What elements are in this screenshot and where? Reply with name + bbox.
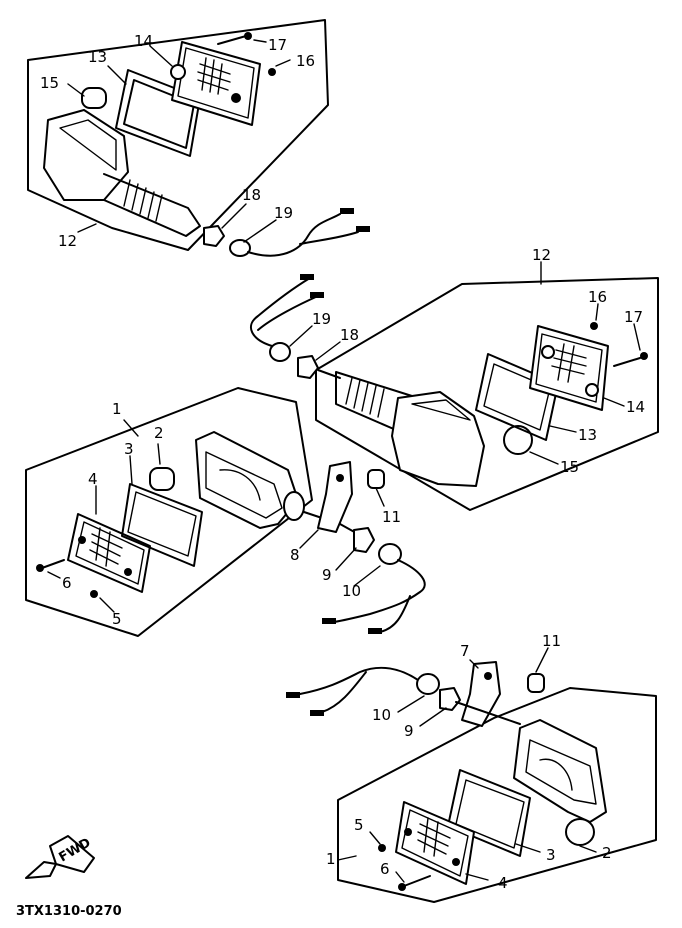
label-part-17b: 17 [624, 308, 643, 326]
housing-1b [513, 719, 607, 823]
part-number-labels: 14 17 13 16 15 18 19 12 12 16 17 19 18 1… [40, 32, 645, 892]
label-part-10b: 10 [372, 706, 391, 724]
nut-9 [353, 527, 375, 553]
label-part-1b: 1 [326, 850, 336, 868]
wire-harness-bottom-right [299, 666, 419, 695]
label-part-5b: 5 [354, 816, 364, 834]
label-part-12: 12 [58, 232, 77, 250]
label-part-11b: 11 [542, 632, 561, 650]
label-part-3b: 3 [546, 846, 556, 864]
group-outline-middle-left [25, 387, 313, 637]
label-part-2: 2 [154, 424, 164, 442]
label-part-19b: 19 [312, 310, 331, 328]
wire-harness-middle-right [250, 277, 311, 347]
label-part-9b: 9 [404, 722, 414, 740]
label-part-16: 16 [296, 52, 315, 70]
label-part-18: 18 [242, 186, 261, 204]
lens-gasket-3 [121, 483, 203, 567]
housing-1 [195, 431, 299, 529]
bracket-8 [317, 461, 353, 533]
label-part-9: 9 [322, 566, 332, 584]
lens-cover-4 [67, 513, 151, 593]
label-part-18b: 18 [340, 326, 359, 344]
label-part-13b: 13 [578, 426, 597, 444]
lens-gasket-3b [447, 769, 531, 857]
label-part-13: 13 [88, 48, 107, 66]
group-outline-bottom-right [337, 687, 657, 903]
label-part-3: 3 [124, 440, 134, 458]
screw-11 [367, 469, 385, 489]
flasher-assembly-top-left [27, 19, 370, 257]
label-part-12b: 12 [532, 246, 551, 264]
label-part-14b: 14 [626, 398, 645, 416]
group-outline-top-left [27, 19, 329, 251]
label-part-6: 6 [62, 574, 72, 592]
label-part-15: 15 [40, 74, 59, 92]
label-part-16b: 16 [588, 288, 607, 306]
group-outline-middle-right [315, 277, 659, 511]
flasher-assembly-middle-left [25, 387, 426, 637]
wire-harness-middle-left [333, 559, 426, 623]
flasher-assembly-bottom-right [286, 647, 657, 903]
housing-12b [391, 391, 485, 487]
wire-harness-top-left [247, 213, 341, 257]
label-part-6b: 6 [380, 860, 390, 878]
nut-18 [203, 225, 225, 247]
grommet-19b [269, 342, 291, 362]
label-part-17: 17 [268, 36, 287, 54]
label-part-8: 8 [290, 546, 300, 564]
nut-18b [297, 355, 319, 379]
label-part-19: 19 [274, 204, 293, 222]
grommet-10 [378, 543, 402, 565]
label-part-15b: 15 [560, 458, 579, 476]
grommet-10b [416, 673, 440, 695]
label-part-14: 14 [134, 32, 153, 50]
nut-9b [439, 687, 461, 711]
label-part-4: 4 [88, 470, 98, 488]
bracket-7 [461, 661, 501, 727]
label-part-4b: 4 [498, 874, 508, 892]
screw-11b [527, 673, 545, 693]
flasher-assembly-middle-right [250, 261, 659, 511]
label-part-2b: 2 [602, 844, 612, 862]
label-part-11: 11 [382, 508, 401, 526]
label-part-7: 7 [460, 642, 470, 660]
bulb-15b [503, 425, 533, 455]
grommet-19 [229, 239, 251, 257]
label-part-5: 5 [112, 610, 122, 628]
bulb-2b [565, 818, 595, 846]
label-part-10: 10 [342, 582, 361, 600]
diagram-code: 3TX1310-0270 [16, 904, 122, 919]
bulb-15 [81, 87, 107, 109]
label-part-1: 1 [112, 400, 122, 418]
forward-arrow-icon: FWD [25, 835, 95, 879]
bulb-2 [149, 467, 175, 491]
